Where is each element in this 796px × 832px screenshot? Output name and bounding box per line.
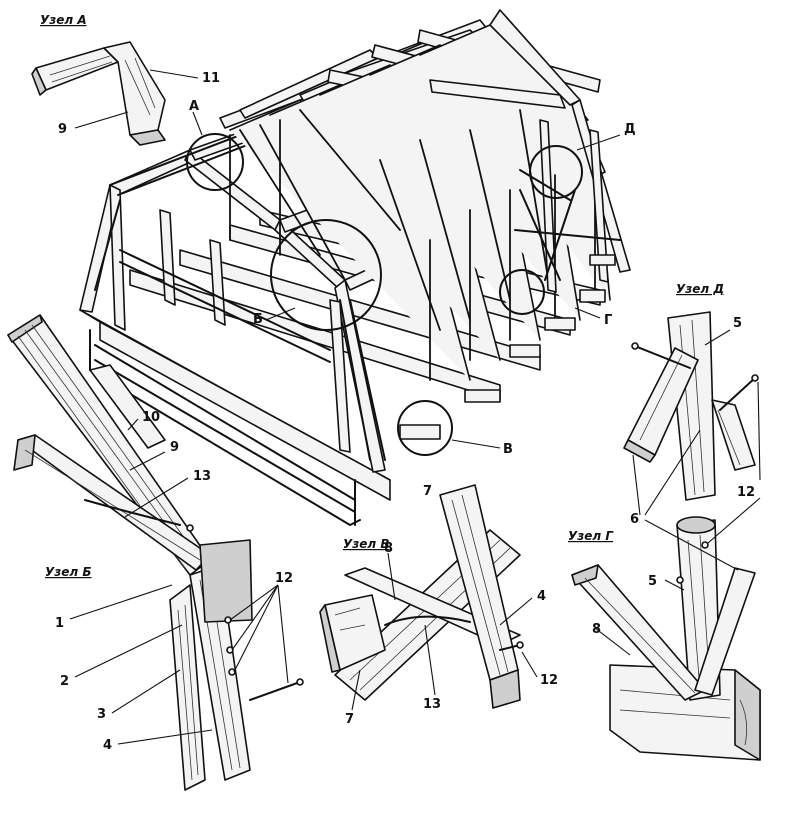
main-roof-frame [79,9,631,526]
label-10: 10 [142,410,160,425]
node-g-detail [571,497,761,761]
node-circle-d [529,145,583,199]
label-5d: 5 [733,316,742,331]
title-node-v: Узел В [343,537,389,551]
label-12v: 12 [540,673,558,688]
title-node-d: Узел Д [676,282,724,296]
label-12d: 12 [737,485,755,500]
label-9a: 9 [58,122,67,137]
marker-a: А [189,99,199,114]
label-7main: 7 [423,484,432,499]
label-4v: 4 [537,589,546,604]
label-6: 6 [630,512,639,527]
label-11: 11 [202,71,220,86]
title-node-a: Узел А [40,13,87,27]
label-7v: 7 [345,712,354,727]
title-node-b: Узел Б [45,565,91,579]
label-8v: 8 [384,541,393,556]
label-5g: 5 [648,574,657,589]
label-4b: 4 [103,738,112,753]
label-8g: 8 [592,622,601,637]
label-9b: 9 [170,440,179,455]
node-b-detail [7,314,304,791]
node-circle-g [499,269,545,315]
label-12b: 12 [275,571,293,586]
marker-v: В [503,442,513,457]
node-a-detail [31,41,199,146]
node-circle-b [270,219,382,331]
node-d-detail [623,311,761,516]
node-circle-v [397,400,453,456]
label-13b: 13 [193,469,211,484]
marker-g: Г [604,313,612,328]
label-1: 1 [55,616,64,631]
label-2: 2 [60,674,69,689]
node-v-detail [319,484,538,711]
label-13v: 13 [423,697,441,712]
label-3: 3 [97,707,106,722]
title-node-g: Узел Г [568,529,614,543]
node-circle-a [186,133,244,191]
marker-d: Д [624,122,636,137]
marker-b: Б [253,312,263,327]
